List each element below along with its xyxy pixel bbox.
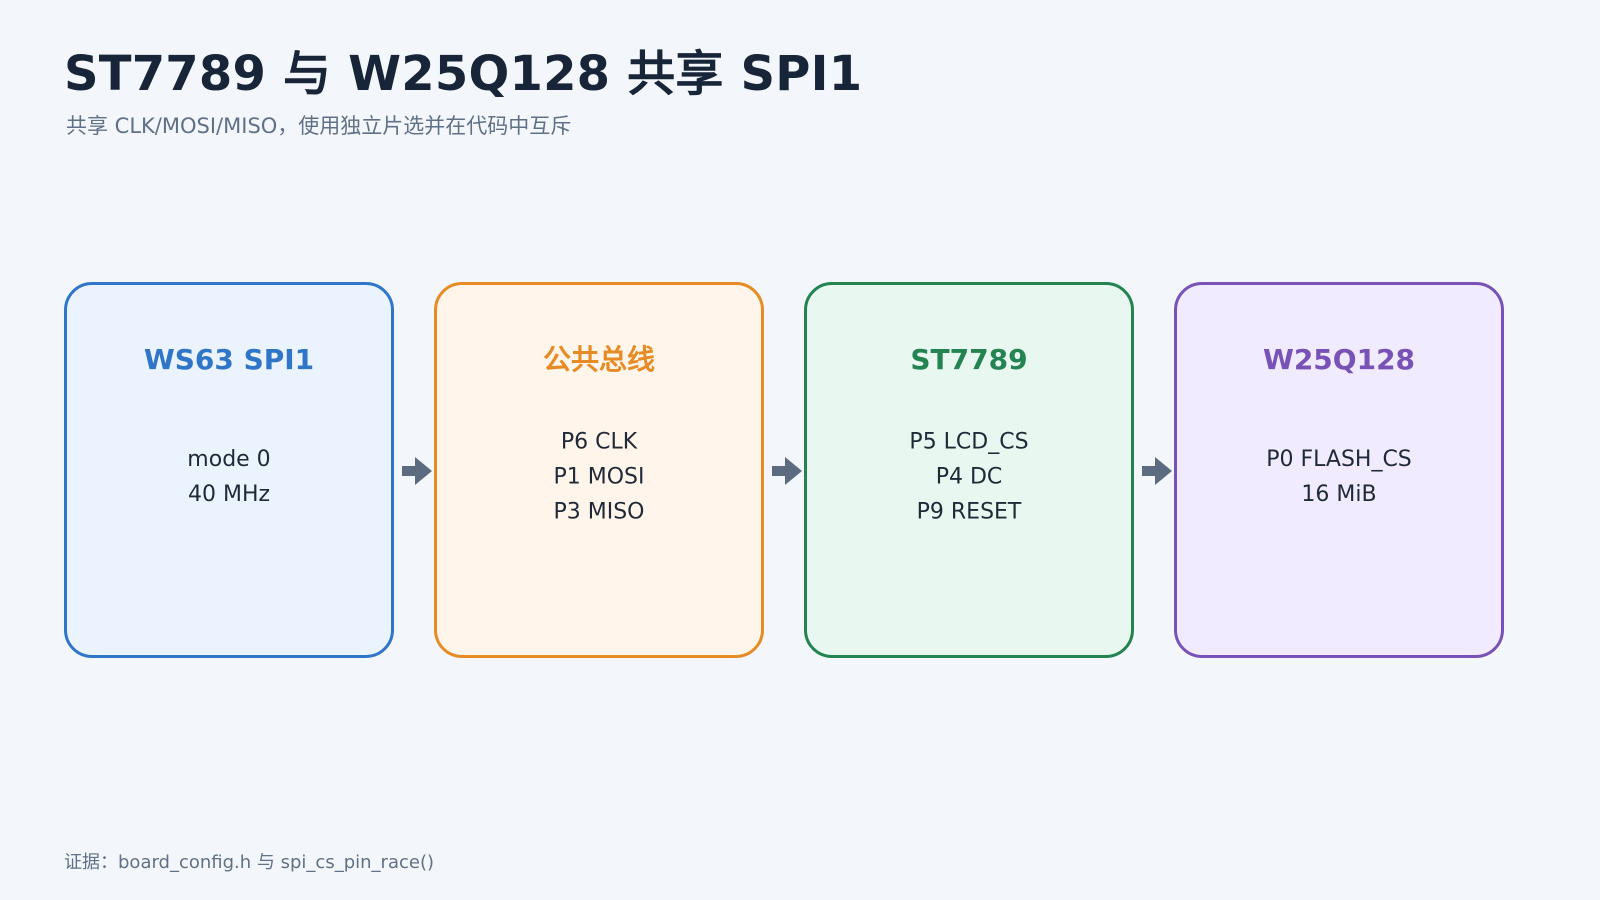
st7789-box: ST7789 P5 LCD_CS P4 DC P9 RESET (804, 282, 1134, 658)
shared-bus-box: 公共总线 P6 CLK P1 MOSI P3 MISO (434, 282, 764, 658)
arrow-right-icon (1142, 457, 1172, 485)
box-line: P0 FLASH_CS (1266, 447, 1412, 472)
footer-note: 证据：board_config.h 与 spi_cs_pin_race() (64, 852, 434, 873)
box-line: P5 LCD_CS (909, 429, 1029, 455)
arrow-right-icon (772, 457, 802, 485)
box-line: 40 MHz (187, 482, 271, 507)
box-line: 16 MiB (1301, 482, 1377, 507)
box-line: P4 DC (935, 464, 1003, 490)
box-details: P0 FLASH_CS 16 MiB (1177, 442, 1501, 512)
box-line: mode 0 (187, 447, 271, 472)
box-title: WS63 SPI1 (143, 343, 315, 376)
box-title: 公共总线 (542, 343, 655, 376)
box-line: P9 RESET (916, 499, 1022, 525)
box-title: ST7789 (910, 343, 1028, 376)
page-title: ST7789 与 W25Q128 共享 SPI1 (64, 46, 863, 102)
box-details: P6 CLK P1 MOSI P3 MISO (437, 425, 761, 530)
page-subtitle: 共享 CLK/MOSI/MISO，使用独立片选并在代码中互斥 (66, 114, 572, 138)
ws63-spi1-box: WS63 SPI1 mode 0 40 MHz (64, 282, 394, 658)
box-line: P3 MISO (553, 499, 645, 525)
box-title: W25Q128 (1262, 343, 1416, 376)
arrow-right-icon (402, 457, 432, 485)
box-details: mode 0 40 MHz (67, 442, 391, 512)
w25q128-box: W25Q128 P0 FLASH_CS 16 MiB (1174, 282, 1504, 658)
box-line: P6 CLK (560, 429, 638, 455)
box-details: P5 LCD_CS P4 DC P9 RESET (807, 425, 1131, 530)
box-line: P1 MOSI (553, 464, 645, 490)
